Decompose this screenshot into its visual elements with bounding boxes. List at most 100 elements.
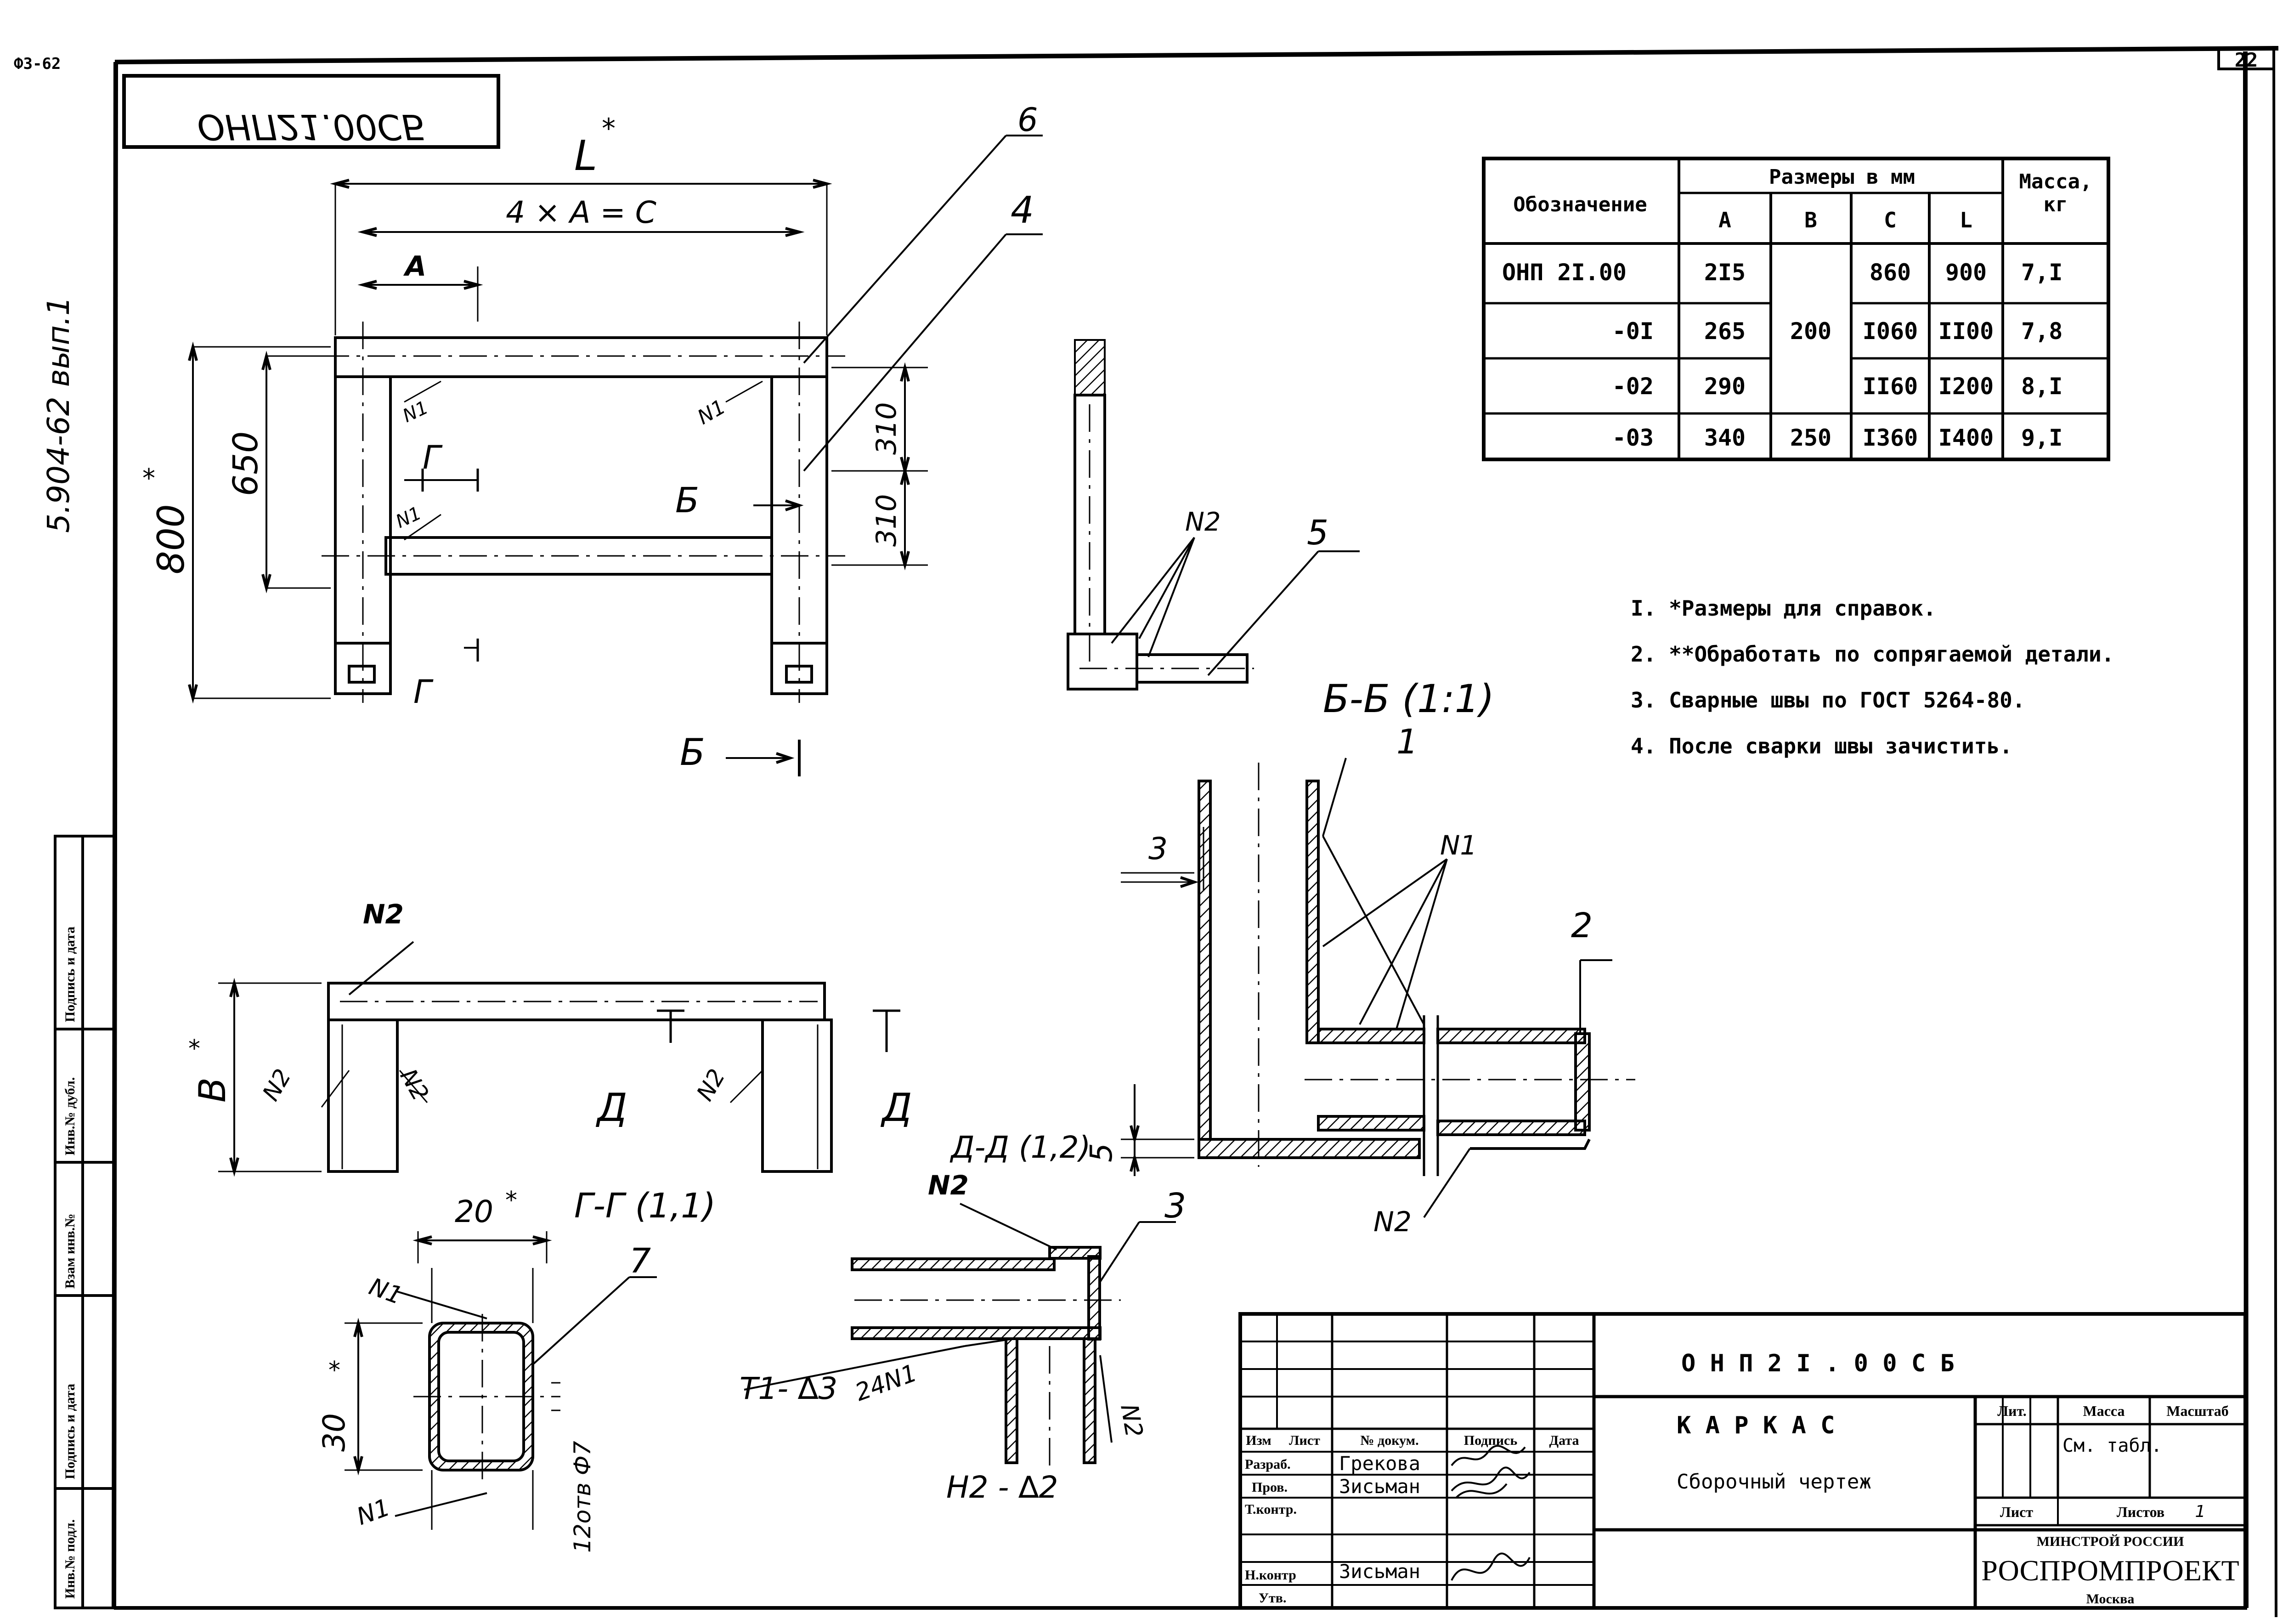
gg-side-note: 12отв Ф7 [569, 1441, 596, 1553]
plan-dim-b-star: * [188, 1035, 200, 1063]
tb-role-nkontr: Н.контр [1245, 1567, 1296, 1583]
table-row-a: 265 [1704, 318, 1746, 345]
dim-800-label: 800 [150, 504, 192, 574]
tb-col-list: Лист [1289, 1433, 1320, 1448]
gg-dim-30: 30 [316, 1413, 352, 1452]
cut-label-d-right: Д [880, 1085, 912, 1130]
table-row-c: I060 [1863, 318, 1918, 345]
side-view [1067, 339, 1360, 690]
table-row-designation: ОНП 2I.00 [1502, 259, 1627, 286]
tb-lit: Лит. [1997, 1403, 2027, 1419]
tb-scale: Масштаб [2166, 1403, 2229, 1419]
gg-dim-20-star: * [505, 1187, 517, 1214]
tb-mass-value: См. табл. [2062, 1435, 2162, 1456]
table-col-a: А [1718, 208, 1731, 232]
tb-col-doc: № докум. [1360, 1433, 1418, 1448]
table-col-b: В [1804, 208, 1817, 232]
bb-dim-3: 3 [1148, 831, 1168, 866]
tb-mass: Масса [2083, 1403, 2125, 1419]
strip-sign-date-2: Подпись и дата [62, 927, 78, 1022]
table-row-designation: -02 [1612, 373, 1654, 400]
signature-scribbles [1451, 1445, 1531, 1581]
bb-title: Б-Б (1:1) [1323, 676, 1494, 721]
gg-title: Г-Г (1,1) [574, 1186, 716, 1226]
table-row-designation: -03 [1612, 424, 1654, 451]
side-weld-n2: N2 [1185, 507, 1221, 537]
section-gg [345, 1231, 657, 1530]
plan-dim-b: B [191, 1077, 234, 1103]
table-header-dimensions: Размеры в мм [1769, 165, 1915, 189]
plan-weld-n2-top: N2 [363, 899, 404, 930]
table-row-b: 250 [1790, 424, 1831, 451]
table-row-designation: -0I [1612, 318, 1654, 345]
tb-org-main: РОСПРОМПРОЕКТ [1981, 1554, 2239, 1587]
table-row-mass: 7,I [2021, 259, 2062, 286]
section-bb [1121, 758, 1635, 1218]
table-row-l: 900 [1945, 259, 1987, 286]
table-row-l: I200 [1938, 373, 1994, 400]
plan-weld-n2-l1: N2 [257, 1064, 296, 1105]
note-item: I. *Размеры для справок. [1631, 596, 1936, 621]
cut-label-b-side: Б [675, 480, 699, 521]
tb-subtitle: Сборочный чертеж [1677, 1470, 1871, 1494]
table-col-c: С [1884, 208, 1897, 232]
side-callout-5: 5 [1307, 513, 1328, 553]
dim-800-star: * [142, 464, 155, 493]
cut-label-g-top: Г [423, 439, 443, 476]
tb-org-top: МИНСТРОЙ РОССИИ [2037, 1534, 2184, 1549]
series-code: 5.904-62 вып.1 [41, 296, 76, 533]
tb-role-razrab: Разраб. [1245, 1457, 1291, 1472]
callout-6: 6 [1017, 101, 1038, 139]
table-header-mass-unit: кг [2044, 193, 2068, 216]
plan-weld-n2-r: N2 [691, 1064, 730, 1105]
dd-weld-n2-top: N2 [928, 1170, 969, 1201]
tb-role-tkontr: Т.контр. [1245, 1502, 1297, 1517]
dimensions-table [1482, 157, 2110, 461]
code-stamp: ОНП21.00СБ [122, 74, 500, 149]
general-notes: I. *Размеры для справок. 2. **Обработать… [1631, 596, 2114, 758]
tb-col-sign: Подпись [1464, 1433, 1518, 1448]
dim-l-label: L [574, 132, 597, 180]
table-row-mass: 7,8 [2021, 318, 2062, 345]
gg-weld-n1-b: N1 [353, 1494, 394, 1531]
table-col-l: L [1960, 208, 1972, 232]
strip-sign-date-1: Подпись и дата [62, 1384, 78, 1479]
cut-label-g-bottom: Г [413, 673, 434, 711]
bb-callout-2: 2 [1571, 906, 1593, 945]
plan-view [218, 941, 900, 1177]
note-item: 2. **Обработать по сопрягаемой детали. [1631, 642, 2114, 667]
tb-sheet: Лист [2000, 1504, 2033, 1520]
plan-weld-n2-l2: N2 [395, 1064, 434, 1105]
dim-310-lower: 310 [870, 494, 903, 547]
cut-label-b-bottom: Б [680, 731, 705, 774]
gg-dim-30-star: * [328, 1357, 340, 1384]
table-row-a: 2I5 [1704, 259, 1746, 286]
sheet-number: 22 [2235, 49, 2258, 71]
table-header-designation: Обозначение [1513, 193, 1647, 216]
dim-650-label: 650 [226, 431, 266, 496]
table-row-c: 860 [1870, 259, 1911, 286]
code-stamp-text: ОНП21.00СБ [198, 107, 426, 147]
tb-name-prov: Зисьман [1339, 1475, 1420, 1498]
dd-title: Д-Д (1,2) [949, 1130, 1090, 1165]
strip-inv-podl: Инв.№ подл. [62, 1519, 78, 1599]
strip-inv-dubl: Инв.№ дубл. [62, 1077, 78, 1155]
dim-l-star: * [602, 113, 616, 145]
dd-callout-3: 3 [1164, 1186, 1186, 1226]
bb-dim-5: 5 [1084, 1143, 1119, 1162]
weld-n1-label-c: N1 [393, 503, 425, 532]
gg-weld-n1-a: N1 [366, 1273, 406, 1310]
dim-c-label: 4 × A = C [506, 195, 656, 230]
weld-n1-label-b: N1 [694, 395, 729, 430]
dd-note-t1: Т1- ∆3 [740, 1371, 837, 1406]
tb-name-razrab: Грекова [1339, 1452, 1420, 1475]
gg-dim-20: 20 [455, 1194, 493, 1229]
note-item: 3. Сварные швы по ГОСТ 5264-80. [1631, 688, 2025, 713]
tb-title: К А Р К А С [1677, 1412, 1835, 1439]
tb-role-prov: Пров. [1252, 1480, 1288, 1495]
front-view [188, 135, 1043, 776]
table-row-mass: 9,I [2021, 424, 2062, 451]
table-row-b: 200 [1790, 318, 1831, 345]
table-row-mass: 8,I [2021, 373, 2062, 400]
bb-weld-n1: N1 [1440, 830, 1477, 861]
